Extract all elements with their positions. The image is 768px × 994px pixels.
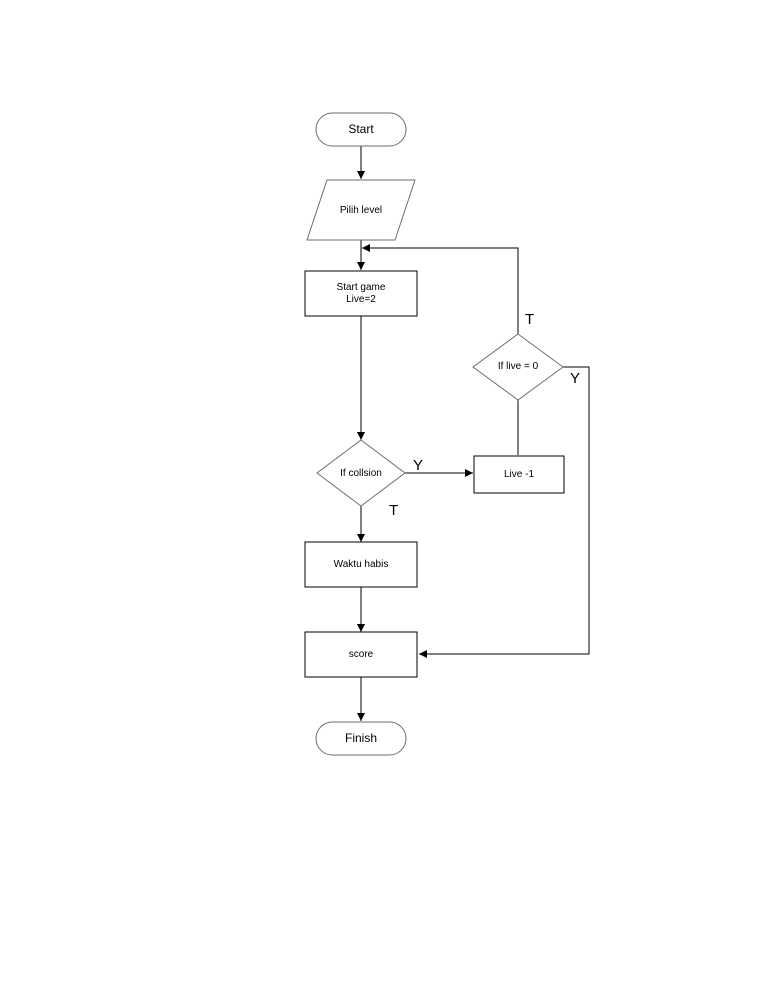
start-label: Start (348, 122, 374, 136)
if-collision-label: If collsion (340, 468, 382, 479)
live-minus-label: Live -1 (504, 469, 534, 480)
live-minus-node: Live -1 (473, 455, 565, 494)
score-node: score (304, 631, 418, 678)
waktu-habis-node: Waktu habis (304, 541, 418, 588)
if-collision-decision: If collsion (316, 439, 406, 507)
start-game-label-line2: Live=2 (346, 294, 376, 305)
finish-terminator: Finish (315, 721, 407, 756)
branch-label-live-zero-no: T (525, 311, 534, 328)
branch-label-collision-no: T (389, 502, 398, 519)
connectors (357, 146, 590, 721)
arrow-ifzero-to-score (419, 366, 590, 658)
if-live-zero-label: If live = 0 (498, 361, 539, 372)
start-terminator: Start (315, 112, 407, 147)
if-live-zero-decision: If live = 0 (472, 333, 564, 401)
branch-label-collision-yes: Y (413, 457, 423, 474)
finish-label: Finish (345, 731, 377, 745)
input-level-node: Pilih level (306, 179, 416, 241)
start-game-label-line1: Start game (337, 282, 386, 293)
start-game-node: Start game Live=2 (304, 270, 418, 317)
waktu-habis-label: Waktu habis (334, 559, 389, 570)
score-label: score (349, 649, 374, 660)
input-level-label: Pilih level (340, 205, 382, 216)
arrow-ifzero-loop-back (362, 244, 519, 334)
branch-label-live-zero-yes: Y (570, 370, 580, 387)
